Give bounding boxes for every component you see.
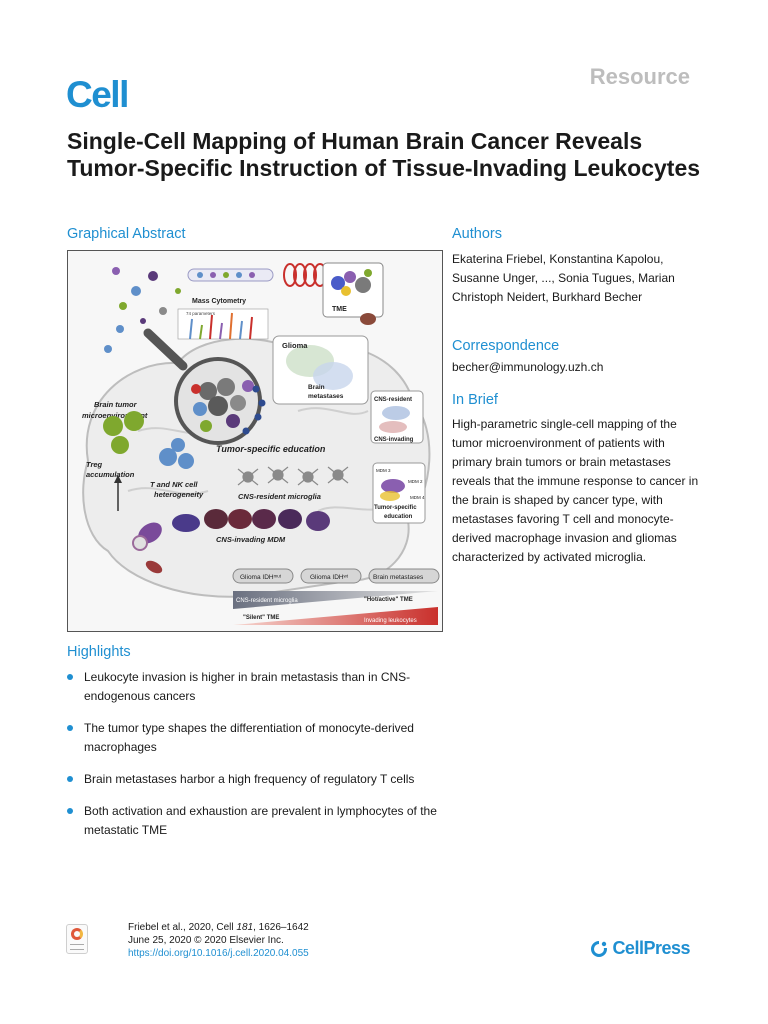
- brain-metastases-label: Brain: [308, 384, 325, 391]
- hot-active-tme-label: "Hot/active" TME: [364, 597, 413, 603]
- glioma-label: Glioma: [282, 341, 308, 350]
- flow-cells: [197, 272, 255, 278]
- publisher-name: CellPress: [612, 938, 690, 958]
- cellpress-icon: [591, 939, 609, 957]
- t-nk-cells: [159, 438, 194, 469]
- in-brief-heading: In Brief: [452, 392, 498, 408]
- list-item: Leukocyte invasion is higher in brain me…: [67, 668, 447, 706]
- svg-text:metastases: metastases: [308, 393, 344, 400]
- graphical-abstract-figure: Mass Cytometry 74 parameters TME: [67, 250, 443, 632]
- svg-text:accumulation: accumulation: [86, 470, 135, 479]
- tumor-specific-education-small-label: Tumor-specific: [374, 505, 417, 511]
- brain-metastases-pill: Brain metastases: [373, 574, 424, 581]
- mdm4-label: MDM 4: [410, 495, 425, 500]
- cns-resident-microglia-bar-label: CNS-resident microglia: [236, 598, 298, 604]
- article-title: Single-Cell Mapping of Human Brain Cance…: [67, 128, 701, 181]
- mdm3-label: MDM 3: [376, 468, 391, 473]
- journal-logo: Cell: [66, 74, 129, 115]
- highlights-heading: Highlights: [67, 644, 131, 660]
- authors-list: Ekaterina Friebel, Konstantina Kapolou, …: [452, 252, 675, 304]
- correspondence-email[interactable]: becher@immunology.uzh.ch: [452, 360, 604, 374]
- publisher-logo: CellPress: [590, 938, 690, 959]
- authors-heading: Authors: [452, 226, 502, 242]
- mass-cytometer-coil: [283, 263, 327, 287]
- tumor-specific-education-label: Tumor-specific education: [216, 444, 326, 454]
- parameters-label: 74 parameters: [186, 311, 216, 316]
- svg-text:education: education: [384, 514, 413, 520]
- svg-text:microenvironment: microenvironment: [82, 411, 148, 420]
- graphical-abstract-heading: Graphical Abstract: [67, 226, 186, 242]
- doi-link[interactable]: https://doi.org/10.1016/j.cell.2020.04.0…: [128, 948, 309, 959]
- tumor-cells-lens: [191, 378, 254, 432]
- correspondence-heading: Correspondence: [452, 338, 560, 354]
- list-item: Both activation and exhaustion are preva…: [67, 802, 447, 840]
- glioma-idh-wt-pill: Glioma IDHʷᵗ: [310, 574, 349, 581]
- bullet-icon: [67, 808, 73, 814]
- svg-text:heterogeneity: heterogeneity: [154, 490, 204, 499]
- brain-tumor-microenvironment-label: Brain tumor: [94, 400, 138, 409]
- bullet-icon: [67, 674, 73, 680]
- t-nk-heterogeneity-label: T and NK cell: [150, 480, 198, 489]
- check-for-updates-icon[interactable]: [66, 924, 88, 954]
- highlights-list: Leukocyte invasion is higher in brain me…: [67, 668, 447, 853]
- mdm2-label: MDM 2: [408, 479, 423, 484]
- bullet-icon: [67, 725, 73, 731]
- blood-vessel: [132, 535, 163, 574]
- invading-leukocytes-label: Invading leukocytes: [364, 618, 417, 624]
- tme-umap: [331, 269, 372, 296]
- cns-resident-label: CNS-resident: [374, 397, 412, 403]
- bullet-icon: [67, 776, 73, 782]
- list-item: Brain metastases harbor a high frequency…: [67, 770, 447, 789]
- microglia-cells: [237, 466, 349, 486]
- list-item: The tumor type shapes the differentiatio…: [67, 719, 447, 757]
- spectrum-plot: [177, 308, 269, 340]
- citation: Friebel et al., 2020, Cell 181, 1626–164…: [128, 922, 309, 959]
- article-type-label: Resource: [589, 64, 690, 89]
- cns-resident-microglia-label: CNS-resident microglia: [238, 492, 321, 501]
- mdm-cells: [138, 509, 330, 544]
- treg-accumulation-label: Treg: [86, 460, 103, 469]
- in-brief-text: High-parametric single-cell mapping of t…: [452, 417, 699, 564]
- treg-cells: [103, 411, 144, 454]
- cns-invading-mdm-label: CNS-invading MDM: [216, 535, 286, 544]
- cns-invading-label: CNS-invading: [374, 437, 414, 443]
- mass-cytometry-label: Mass Cytometry: [192, 298, 246, 305]
- glioma-idh-mut-pill: Glioma IDHᵐᵘᵗ: [240, 574, 282, 581]
- leukocyte-cells-top: [104, 267, 181, 353]
- silent-tme-label: "Silent" TME: [243, 615, 279, 621]
- tme-label: TME: [332, 306, 347, 313]
